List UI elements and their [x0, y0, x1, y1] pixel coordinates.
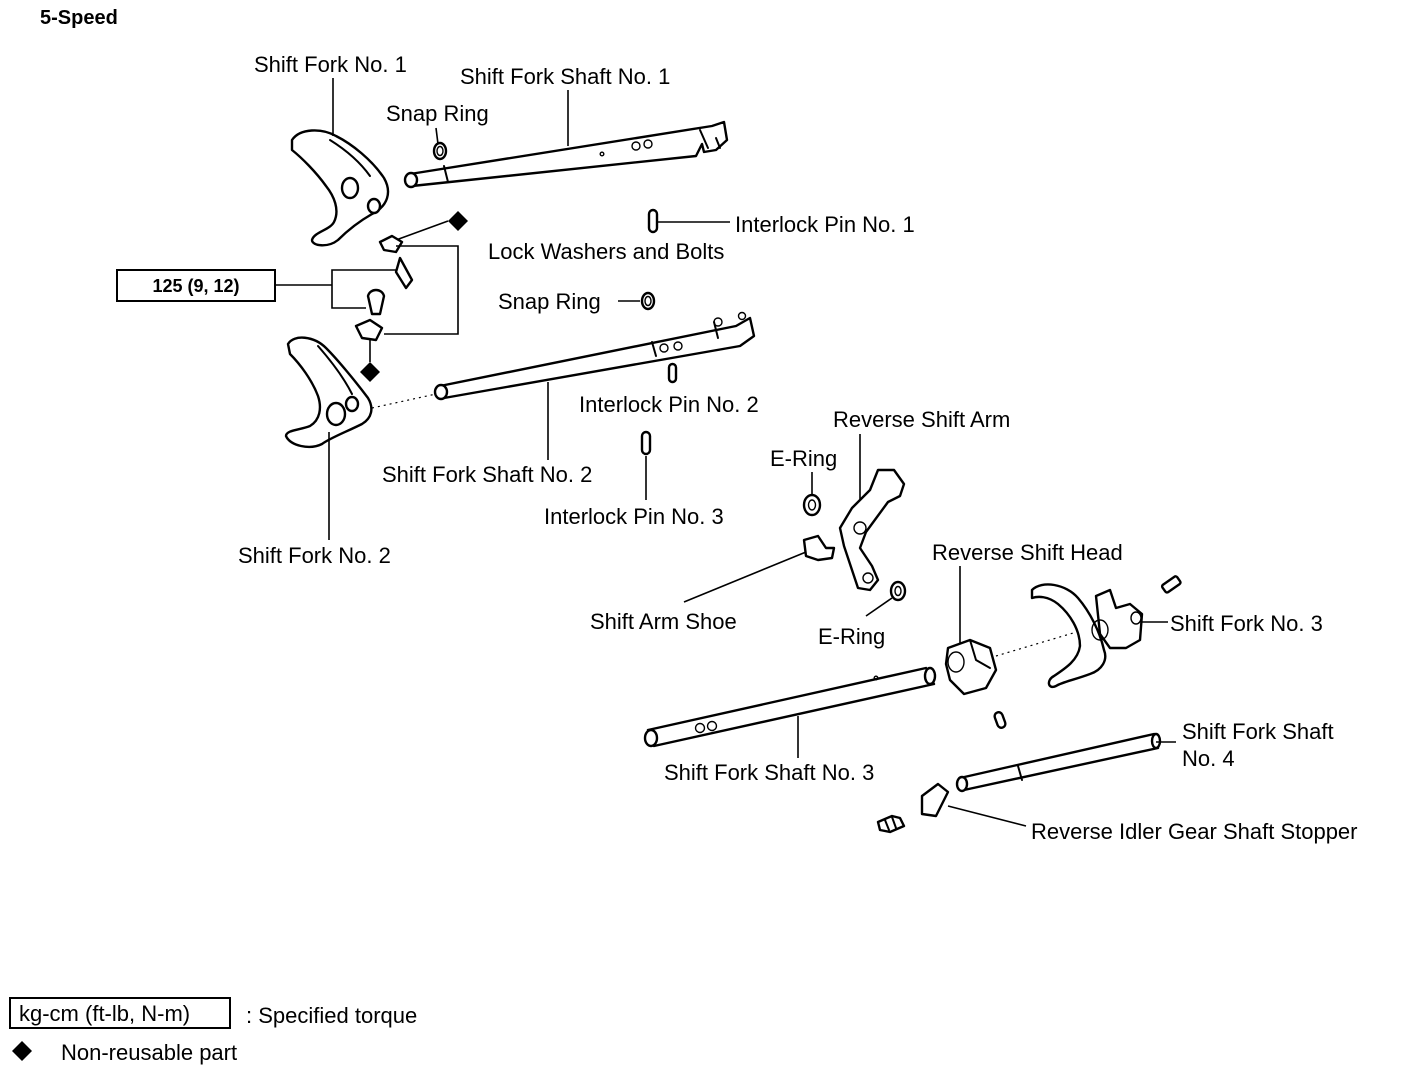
shift-fork-shaft-3 [643, 666, 937, 748]
snap-ring-1 [432, 141, 448, 161]
shift-arm-shoe [802, 534, 836, 562]
snap-ring-2 [640, 291, 656, 311]
label-shift-fork-2: Shift Fork No. 2 [238, 543, 391, 568]
shift-fork-1 [290, 129, 390, 247]
lock-washers-and-bolts [354, 211, 468, 382]
legend: kg-cm (ft-lb, N-m) : Specified torque No… [9, 997, 417, 1065]
shift-fork-2 [284, 336, 373, 448]
label-shift-fork-shaft-4-line2: No. 4 [1182, 746, 1235, 771]
label-shift-fork-1: Shift Fork No. 1 [254, 52, 407, 77]
label-e-ring-1: E-Ring [770, 446, 837, 471]
label-reverse-shift-arm: Reverse Shift Arm [833, 407, 1010, 432]
legend-torque-desc: : Specified torque [246, 1003, 417, 1028]
e-ring-1 [802, 493, 822, 517]
reverse-idler-gear-shaft-stopper [876, 782, 950, 834]
interlock-pin-1 [647, 208, 659, 234]
interlock-pin-2 [667, 362, 678, 384]
label-shift-fork-3: Shift Fork No. 3 [1170, 611, 1323, 636]
label-snap-ring-1: Snap Ring [386, 101, 489, 126]
label-reverse-idler-gear-shaft-stopper: Reverse Idler Gear Shaft Stopper [1031, 819, 1358, 844]
diagram-title: 5-Speed [40, 7, 118, 29]
reverse-shift-head-pin [993, 711, 1007, 729]
label-shift-fork-shaft-3: Shift Fork Shaft No. 3 [664, 760, 874, 785]
shift-fork-shaft-4 [955, 732, 1162, 793]
e-ring-2 [889, 580, 907, 602]
label-interlock-pin-3: Interlock Pin No. 3 [544, 504, 724, 529]
legend-torque-box [9, 997, 231, 1029]
label-interlock-pin-2: Interlock Pin No. 2 [579, 392, 759, 417]
label-interlock-pin-1: Interlock Pin No. 1 [735, 212, 915, 237]
shift-fork-3-pin [1160, 575, 1182, 594]
shift-fork-shaft-1 [403, 120, 729, 189]
label-reverse-shift-head: Reverse Shift Head [932, 540, 1123, 565]
reverse-shift-arm [838, 468, 906, 592]
label-shift-fork-shaft-4-line1: Shift Fork Shaft [1182, 719, 1334, 744]
shift-fork-3 [1030, 583, 1144, 689]
interlock-pin-3 [640, 430, 652, 456]
shift-fork-shaft-2 [433, 311, 756, 401]
black-diamond-icon [360, 362, 380, 382]
legend-nonreusable-desc: Non-reusable part [61, 1040, 237, 1065]
reverse-shift-head [944, 638, 998, 696]
label-snap-ring-2: Snap Ring [498, 289, 601, 314]
label-shift-fork-shaft-1: Shift Fork Shaft No. 1 [460, 64, 670, 89]
label-e-ring-2: E-Ring [818, 624, 885, 649]
label-shift-arm-shoe: Shift Arm Shoe [590, 609, 737, 634]
torque-spec-callout: 125 (9, 12) [116, 269, 396, 309]
legend-torque-unit: kg-cm (ft-lb, N-m) [19, 1001, 190, 1026]
black-diamond-icon [448, 211, 468, 231]
label-shift-fork-shaft-2: Shift Fork Shaft No. 2 [382, 462, 592, 487]
label-lock-washers-and-bolts: Lock Washers and Bolts [488, 239, 724, 264]
black-diamond-icon [12, 1041, 32, 1061]
torque-value: 125 (9, 12) [152, 276, 239, 296]
